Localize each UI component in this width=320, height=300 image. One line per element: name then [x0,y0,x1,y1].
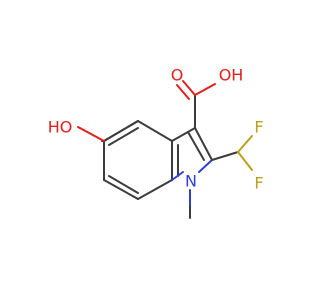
bond-c-f-top [237,135,253,153]
structure-canvas: O OH HO F F N [47,65,264,219]
bond-c-o-double-a [182,80,196,96]
hydroxyl-oh-label: OH [219,66,244,85]
bond-c2-n [198,159,213,173]
bond-c3-c2 [194,127,213,161]
bond-c-f-bottom [237,151,253,171]
nitrogen-label: N [185,172,197,191]
bond-c5-oh [77,126,105,142]
bond-c6-c7-double [108,175,139,194]
fluorine-top-label: F [254,118,263,137]
bond-c2-cf2 [211,151,239,161]
bond-c6-c7 [103,179,139,200]
fluorine-bottom-label: F [254,174,263,193]
bond-c-o-double-b [176,84,190,100]
bond-c-oh [194,83,216,96]
bond-c3a-c4 [137,120,173,142]
hydroxyl-ho-label: HO [48,118,73,137]
bond-c3-c2-double [187,131,205,161]
bond-c5-c6 [137,179,173,200]
molecule-diagram: O OH HO F F N [48,66,264,219]
bond-c3a-c3 [171,127,196,142]
bond-n-c7a [171,171,184,181]
oxygen-double-label: O [171,66,184,85]
bond-c7a-c3a-double [108,127,139,146]
bond-ring-top [103,120,139,142]
